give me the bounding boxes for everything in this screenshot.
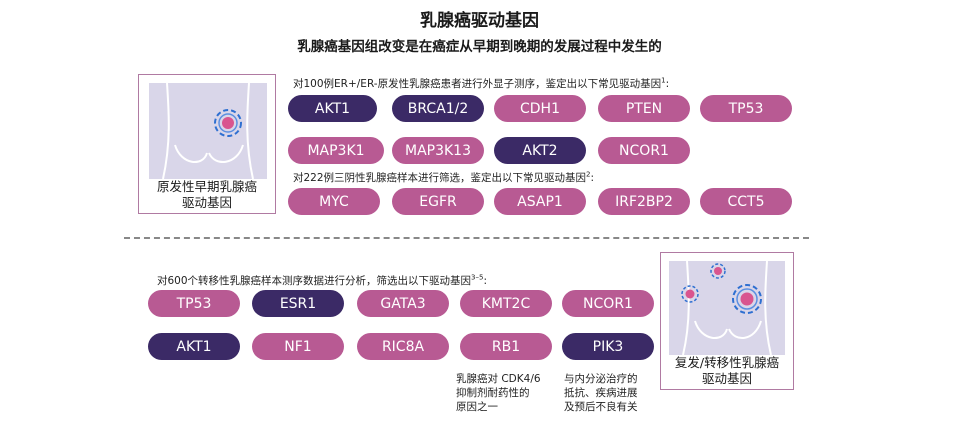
gene-pill-akt2: AKT2 [494,137,586,164]
gene-pill-irf2bp2: IRF2BP2 [598,188,690,215]
page-subtitle: 乳腺癌基因组改变是在癌症从早期到晚期的发展过程中发生的 [297,39,662,55]
tnbc-note: 对222例三阴性乳腺癌样本进行筛选，鉴定出以下常见驱动基因2: [293,170,595,185]
gene-pill-tp53: TP53 [700,95,792,122]
metastasis-icon-small-2 [681,285,699,303]
section-divider [124,237,809,239]
rb1-note: 乳腺癌对 CDK4/6 抑制剂耐药性的 原因之一 [456,373,541,413]
gene-pill-akt1: AKT1 [288,95,377,122]
gene-pill-pten: PTEN [598,95,690,122]
gene-pill-map3k13: MAP3K13 [392,137,484,164]
gene-pill-cdh1: CDH1 [494,95,586,122]
gene-pill-akt1-met: AKT1 [148,333,240,360]
page-title: 乳腺癌驱动基因 [420,11,539,31]
metastatic-figure: 复发/转移性乳腺癌 驱动基因 [660,252,794,390]
primary-note: 对100例ER+/ER-原发性乳腺癌患者进行外显子测序，鉴定出以下常见驱动基因1… [293,76,670,91]
gene-pill-egfr: EGFR [392,188,484,215]
gene-pill-cct5: CCT5 [700,188,792,215]
gene-pill-ncor1-met: NCOR1 [562,290,654,317]
gene-pill-asap1: ASAP1 [494,188,586,215]
gene-pill-rb1: RB1 [460,333,552,360]
gene-pill-ncor1: NCOR1 [598,137,690,164]
gene-pill-brca1-2: BRCA1/2 [392,95,484,122]
torso-illustration [162,83,254,179]
gene-pill-pik3: PIK3 [562,333,654,360]
metastatic-caption-line2: 驱动基因 [701,371,752,386]
gene-pill-myc: MYC [288,188,380,215]
tumor-icon [214,109,242,137]
metastasis-icon-small-1 [710,263,726,279]
primary-caption-line2: 驱动基因 [181,195,232,210]
tumor-icon-large [732,284,762,314]
metastatic-caption-line1: 复发/转移性乳腺癌 [674,355,780,370]
pik3-note: 与内分泌治疗的 抵抗、疾病进展 及预后不良有关 [564,373,638,413]
primary-caption-line1: 原发性早期乳腺癌 [156,179,257,194]
gene-pill-nf1: NF1 [252,333,344,360]
gene-pill-tp53-met: TP53 [148,290,240,317]
gene-pill-ric8a: RIC8A [357,333,449,360]
gene-pill-gata3: GATA3 [357,290,449,317]
gene-pill-kmt2c: KMT2C [460,290,552,317]
gene-pill-map3k1: MAP3K1 [288,137,384,164]
primary-figure: 原发性早期乳腺癌 驱动基因 [138,74,276,214]
metastatic-note: 对600个转移性乳腺癌样本测序数据进行分析，筛选出以下驱动基因3–5: [157,273,488,288]
gene-pill-esr1: ESR1 [252,290,344,317]
metastatic-torso-illustration [682,261,772,355]
